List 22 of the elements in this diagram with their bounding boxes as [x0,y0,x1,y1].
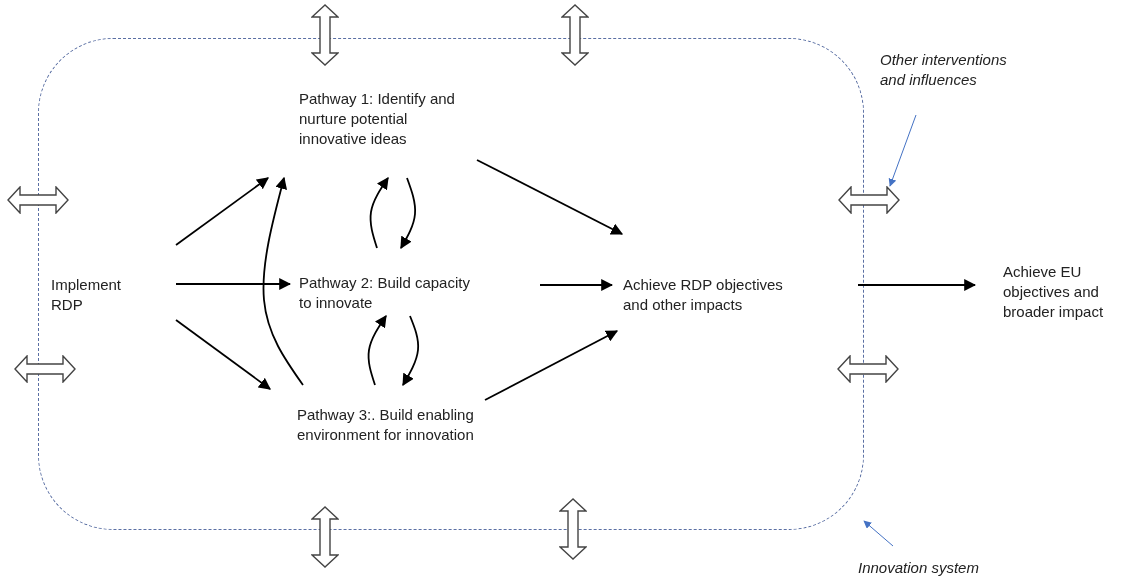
arrow [262,176,304,386]
arrow [476,159,624,235]
step-text: Pathway 1: Identify and nurture potential innovative ideas [263,87,478,179]
arrow [175,319,271,390]
arrow [402,315,420,387]
arrow [400,177,417,250]
arrow [539,279,614,291]
arrow [367,315,387,386]
step-text: Achieve EU objectives and broader impact [975,262,1120,328]
step-text: Implement RDP [49,241,177,325]
arrow [175,177,269,246]
arrow [857,279,977,291]
leader-line [863,520,894,547]
step-text: Pathway 2: Build capacity to innovate [291,249,541,317]
step-text: Achieve RDP objectives and other impacts [613,235,859,332]
step-text: Other interventions and influences [880,50,1032,115]
arrow [369,177,389,249]
step-text: Pathway 3:. Build enabling environment for innovation [271,386,486,448]
leader-line [888,114,917,187]
step-text: Innovation system [856,546,1006,578]
arrow [175,278,292,290]
arrow [484,330,619,401]
